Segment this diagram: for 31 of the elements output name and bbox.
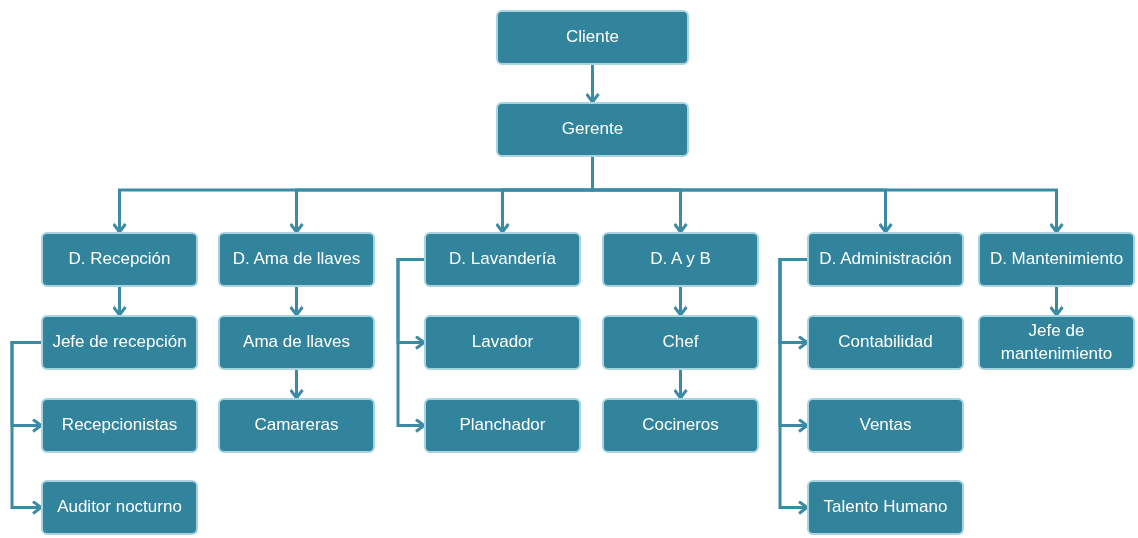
org-box: D. Recepción [41, 232, 198, 287]
org-box: D. Lavandería [424, 232, 581, 287]
org-box: Contabilidad [807, 315, 964, 370]
org-box: Planchador [424, 398, 581, 453]
arrow [778, 258, 809, 515]
arrow [289, 370, 304, 400]
org-box: Cocineros [602, 398, 759, 453]
arrow [112, 287, 127, 317]
org-box: Recepcionistas [41, 398, 198, 453]
arrow [673, 287, 688, 317]
org-box: D. A y B [602, 232, 759, 287]
org-box: Talento Humano [807, 480, 964, 535]
org-box: D. Administración [807, 232, 964, 287]
org-box: Lavador [424, 315, 581, 370]
arrow [585, 65, 600, 104]
org-box: D. Mantenimiento [978, 232, 1135, 287]
org-box: Chef [602, 315, 759, 370]
arrow [673, 370, 688, 400]
org-box: Ama de llaves [218, 315, 375, 370]
arrow [396, 258, 426, 433]
org-box: Ventas [807, 398, 964, 453]
org-box: Cliente [496, 10, 689, 65]
org-box: D. Ama de llaves [218, 232, 375, 287]
org-box: Jefe de recepción [41, 315, 198, 370]
org-box: Camareras [218, 398, 375, 453]
arrow [10, 341, 43, 515]
org-box: Jefe de mantenimiento [978, 315, 1135, 370]
arrow [1049, 287, 1064, 317]
arrow [289, 287, 304, 317]
org-box: Auditor nocturno [41, 480, 198, 535]
org-box: Gerente [496, 102, 689, 157]
